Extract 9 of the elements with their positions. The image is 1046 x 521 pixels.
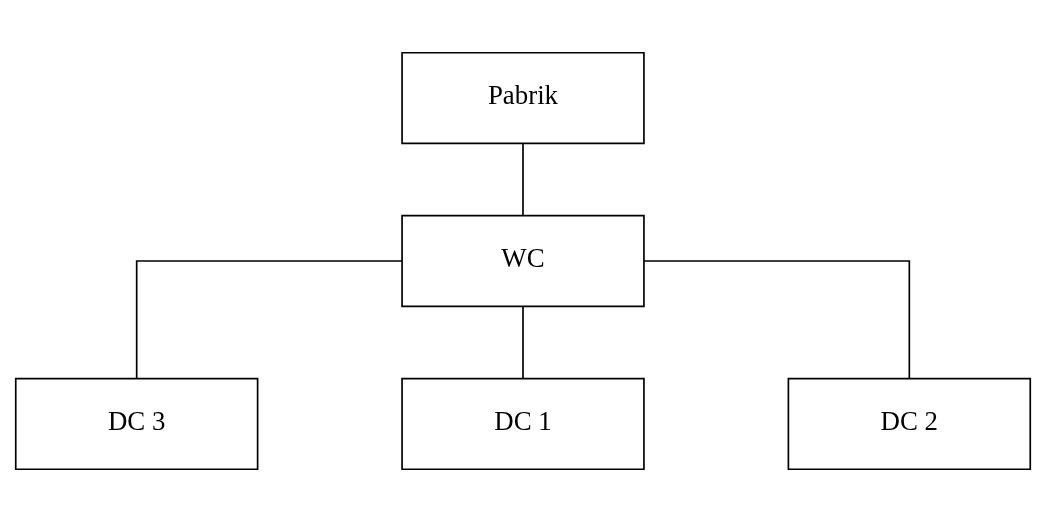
node-box: WC — [401, 214, 645, 307]
connector — [135, 259, 403, 379]
connector — [643, 259, 911, 379]
node-box: DC 1 — [401, 377, 645, 470]
node-box: DC 2 — [787, 377, 1032, 470]
connector — [522, 305, 524, 379]
connector — [522, 142, 524, 216]
node-box: DC 3 — [14, 377, 259, 470]
node-box: Pabrik — [401, 51, 645, 144]
